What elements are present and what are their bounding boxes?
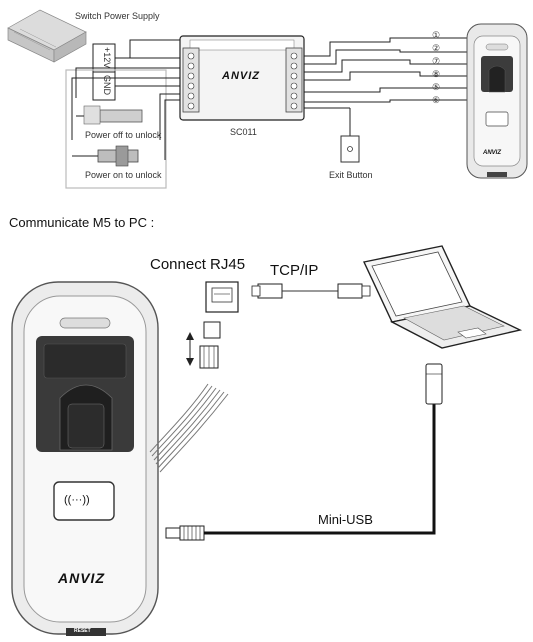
reset-label: RESET bbox=[74, 628, 91, 634]
exit-button bbox=[304, 107, 360, 163]
controller-label: SC011 bbox=[230, 127, 257, 137]
rj45-label: Connect RJ45 bbox=[150, 256, 246, 273]
power-supply-label: Switch Power Supply bbox=[75, 11, 160, 21]
power-terminal bbox=[92, 43, 116, 101]
cable-connector bbox=[186, 321, 221, 369]
lock-on-label: Power on to unlock bbox=[85, 170, 162, 180]
sc011-controller bbox=[179, 35, 305, 121]
wire-number-8: ⑧ bbox=[432, 69, 441, 79]
lock-power-on bbox=[72, 145, 139, 167]
small-reader-device bbox=[466, 23, 528, 179]
device-card-symbol: ((···)) bbox=[64, 494, 90, 506]
ribbon-cable bbox=[149, 383, 229, 473]
power-wires bbox=[71, 39, 180, 160]
gnd-label: GND bbox=[102, 75, 112, 95]
laptop bbox=[362, 245, 523, 349]
wire-number-6: ⑥ bbox=[432, 95, 441, 105]
miniusb-label: Mini-USB bbox=[318, 512, 373, 527]
lock-off-label: Power off to unlock bbox=[85, 130, 162, 140]
small-reader-brand: ANVIZ bbox=[483, 150, 501, 156]
lock-frame bbox=[65, 69, 167, 189]
tcpip-label: TCP/IP bbox=[270, 262, 319, 279]
exit-button-label: Exit Button bbox=[329, 170, 373, 180]
section-title: Communicate M5 to PC : bbox=[9, 215, 155, 230]
wire-number-1: ① bbox=[432, 30, 441, 40]
wire-number-2: ② bbox=[432, 43, 441, 53]
lock-power-off bbox=[76, 105, 143, 125]
plus12v-label: +12V bbox=[102, 47, 112, 69]
rj45-port bbox=[205, 281, 239, 313]
power-supply-unit bbox=[7, 9, 87, 63]
tcpip-cable bbox=[251, 283, 371, 299]
controller-brand: ANVIZ bbox=[222, 70, 260, 82]
mini-usb-cable bbox=[165, 363, 443, 541]
wire-number-7: ⑦ bbox=[432, 56, 441, 66]
reader-wires bbox=[304, 37, 474, 103]
device-brand: ANVIZ bbox=[58, 570, 105, 586]
wire-number-5: ⑤ bbox=[432, 82, 441, 92]
m5-device bbox=[11, 281, 159, 636]
